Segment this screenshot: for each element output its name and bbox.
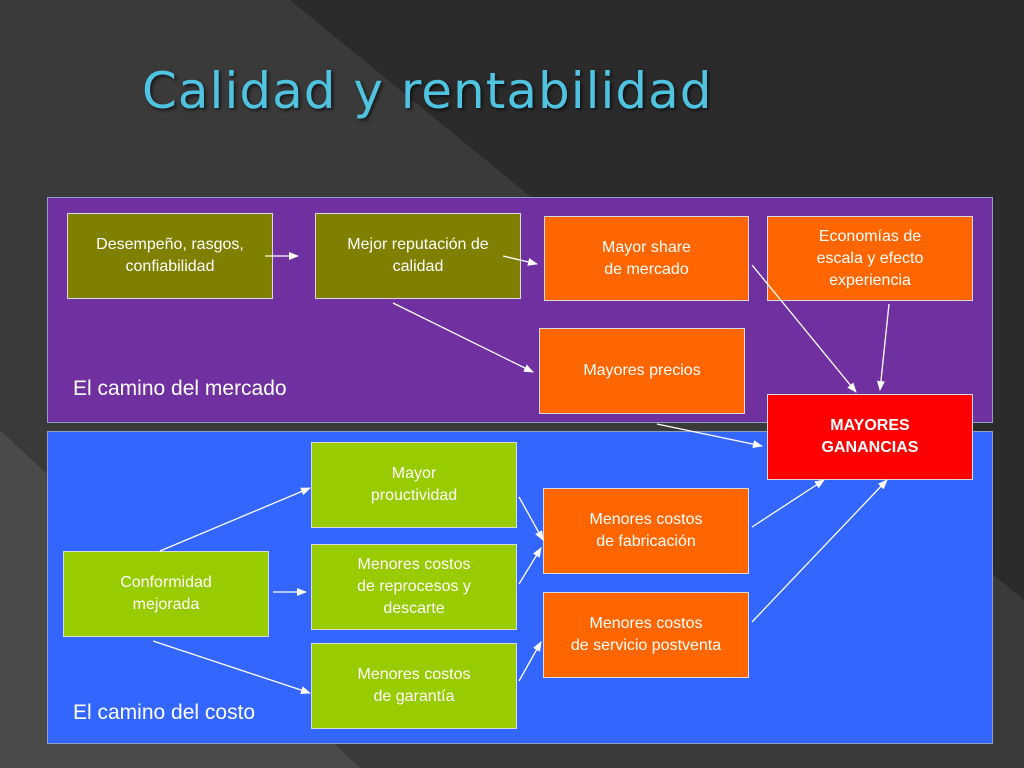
share-box: Mayor share de mercado xyxy=(544,216,749,301)
ganancias-box: MAYORES GANANCIAS xyxy=(767,394,973,480)
fabricacion-box: Menores costos de fabricación xyxy=(543,488,749,574)
desempeno-box: Desempeño, rasgos, confiabilidad xyxy=(67,213,273,299)
economias-box: Economías de escala y efecto experiencia xyxy=(767,216,973,301)
conformidad-box: Conformidad mejorada xyxy=(63,551,269,637)
precios-box: Mayores precios xyxy=(539,328,745,414)
garantia-box: Menores costos de garantía xyxy=(311,643,517,729)
page-title: Calidad y rentabilidad xyxy=(142,62,713,120)
productividad-box: Mayor prouctividad xyxy=(311,442,517,528)
reprocesos-box: Menores costos de reprocesos y descarte xyxy=(311,544,517,630)
market-path-label: El camino del mercado xyxy=(73,377,287,400)
servicio-box: Menores costos de servicio postventa xyxy=(543,592,749,678)
cost-path-label: El camino del costo xyxy=(73,701,256,724)
reputacion-box: Mejor reputación de calidad xyxy=(315,213,521,299)
